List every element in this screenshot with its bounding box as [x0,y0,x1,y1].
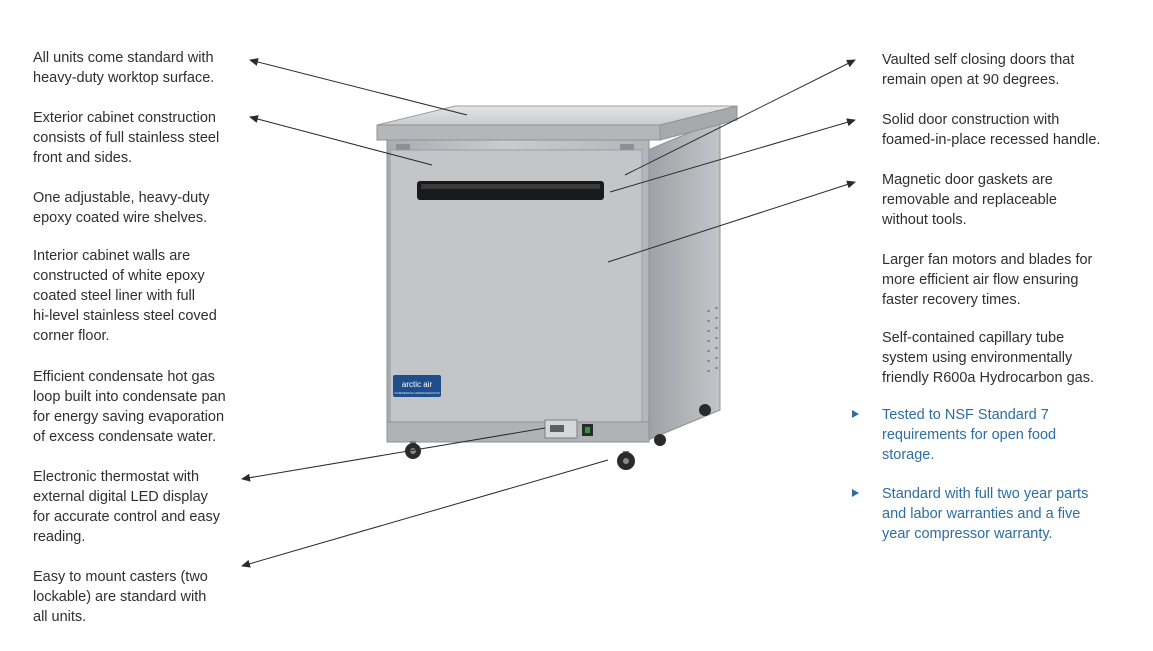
highlight-warranty: Standard with full two year parts and la… [882,486,1089,542]
feature-solid-door: Solid door construction with foamed-in-p… [882,112,1101,148]
leader-arrows-left [241,58,609,568]
brand-tagline: COMMERCIAL REFRIGERATION [394,391,440,395]
highlight-nsf-standard: Tested to NSF Standard 7 requirements fo… [882,407,1057,463]
feature-wire-shelves: One adjustable, heavy-duty epoxy coated … [33,190,210,226]
feature-interior-walls: Interior cabinet walls are constructed o… [33,248,217,344]
feature-self-closing-doors: Vaulted self closing doors that remain o… [882,52,1075,88]
feature-capillary-tube: Self-contained capillary tube system usi… [882,330,1094,386]
leader-arrows-right [607,59,856,263]
feature-fan-motors: Larger fan motors and blades for more ef… [882,252,1093,308]
brand-logo: arctic air [402,380,433,389]
feature-worktop: All units come standard with heavy-duty … [33,50,215,86]
feature-casters: Easy to mount casters (two lockable) are… [33,569,208,625]
bullet-arrow-icon [852,410,859,418]
feature-door-gaskets: Magnetic door gaskets are removable and … [882,172,1057,228]
feature-condensate-loop: Efficient condensate hot gas loop built … [33,369,226,445]
feature-exterior-cabinet: Exterior cabinet construction consists o… [33,110,220,166]
feature-thermostat: Electronic thermostat with external digi… [33,469,220,545]
undercounter-refrigerator: arctic air COMMERCIAL REFRIGERATION [376,105,738,470]
bullet-arrow-icon [852,489,859,497]
